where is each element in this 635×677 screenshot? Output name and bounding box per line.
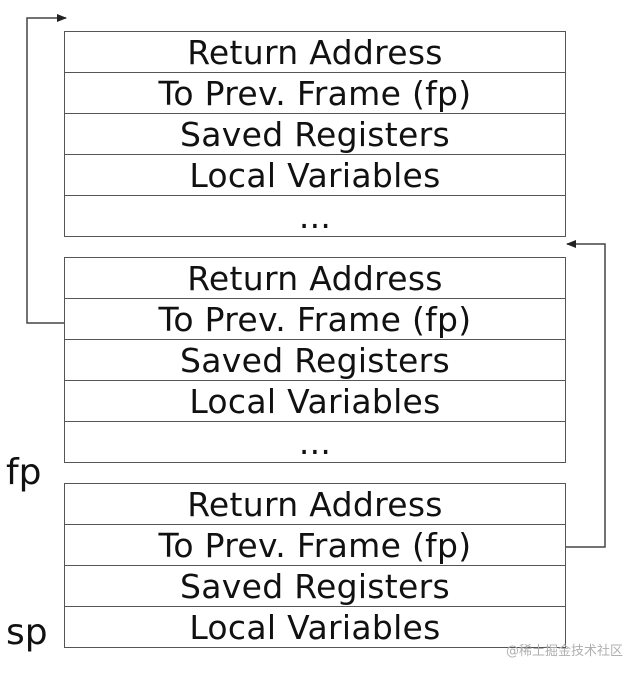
frame-2-return-address: Return Address bbox=[64, 258, 566, 299]
frame-2-prev-frame-pointer: To Prev. Frame (fp) bbox=[64, 299, 566, 340]
frame-3-to-frame-2-arrow bbox=[566, 240, 606, 548]
sp-label: sp bbox=[6, 612, 48, 653]
frame-2-ellipsis: ... bbox=[64, 422, 566, 463]
frame-1-return-address: Return Address bbox=[64, 32, 566, 73]
frame-2-saved-registers: Saved Registers bbox=[64, 340, 566, 381]
frame-1-local-variables: Local Variables bbox=[64, 155, 566, 196]
frame-1-prev-frame-pointer: To Prev. Frame (fp) bbox=[64, 73, 566, 114]
fp-label: fp bbox=[6, 452, 42, 493]
stack-frame-3: Return Address To Prev. Frame (fp) Saved… bbox=[64, 483, 566, 648]
watermark: @稀土掘金技术社区 bbox=[505, 644, 623, 659]
frame-3-saved-registers: Saved Registers bbox=[64, 566, 566, 607]
frame-2-to-frame-1-arrow bbox=[26, 14, 67, 324]
frame-3-local-variables: Local Variables bbox=[64, 607, 566, 648]
frame-2-local-variables: Local Variables bbox=[64, 381, 566, 422]
frame-3-return-address: Return Address bbox=[64, 484, 566, 525]
stack-frame-1: Return Address To Prev. Frame (fp) Saved… bbox=[64, 31, 566, 237]
stack-frame-2: Return Address To Prev. Frame (fp) Saved… bbox=[64, 257, 566, 463]
frame-1-ellipsis: ... bbox=[64, 196, 566, 237]
frame-3-prev-frame-pointer: To Prev. Frame (fp) bbox=[64, 525, 566, 566]
frame-1-saved-registers: Saved Registers bbox=[64, 114, 566, 155]
